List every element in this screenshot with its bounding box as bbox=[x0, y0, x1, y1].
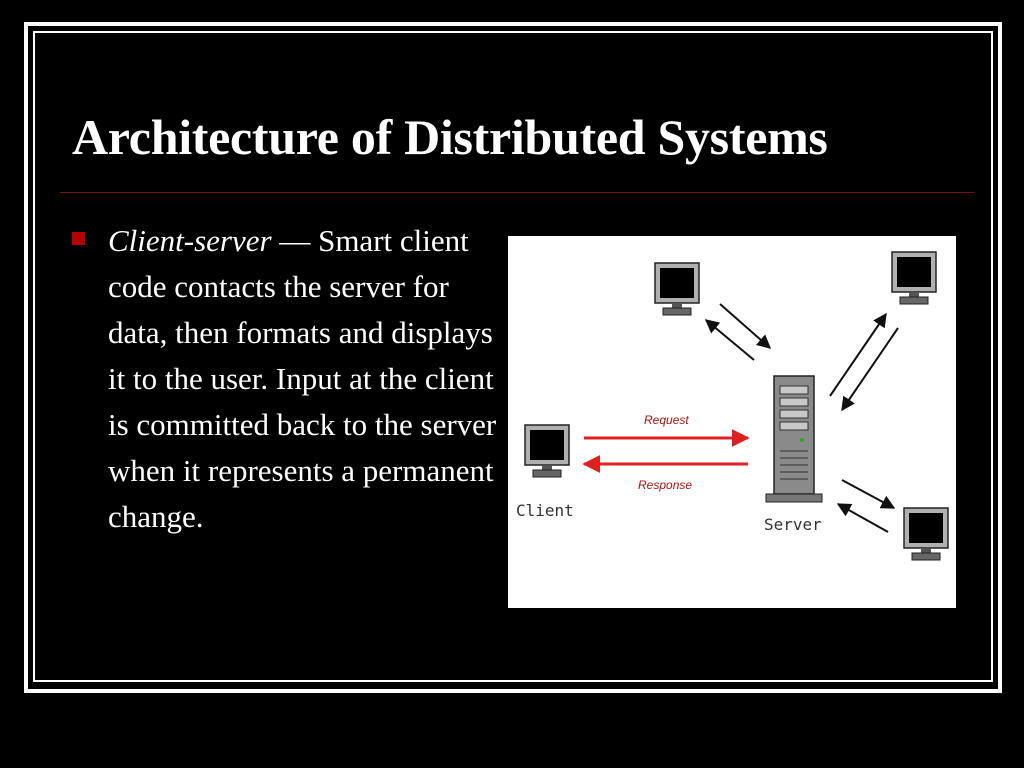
slide-inner-border bbox=[33, 31, 993, 682]
client-server-diagram: Request Response Client Server bbox=[508, 236, 956, 608]
diagram-svg: Request Response Client Server bbox=[516, 251, 949, 561]
slide-outer-border bbox=[24, 22, 1002, 693]
slide-title: Architecture of Distributed Systems bbox=[72, 109, 828, 165]
server-label: Server bbox=[764, 515, 822, 534]
bullet-separator: — bbox=[271, 223, 319, 258]
response-label: Response bbox=[638, 478, 692, 492]
title-divider bbox=[60, 192, 974, 193]
arrow-to-top-right bbox=[829, 312, 887, 397]
top-right-monitor-icon bbox=[891, 251, 937, 305]
client-monitor-icon bbox=[524, 424, 570, 478]
bullet-term: Client-server bbox=[108, 223, 272, 258]
bullet-paragraph: Client-server — Smart client code contac… bbox=[108, 218, 508, 540]
arrow-from-server-top-left bbox=[704, 319, 755, 361]
bullet-body: Smart client code contacts the server fo… bbox=[108, 223, 497, 534]
arrow-to-server-top-left bbox=[719, 303, 772, 349]
arrow-from-top-right bbox=[841, 327, 899, 412]
request-label: Request bbox=[644, 413, 689, 427]
server-tower-icon bbox=[765, 375, 823, 503]
arrow-to-bottom-right bbox=[841, 479, 896, 509]
arrow-from-bottom-right bbox=[836, 503, 889, 533]
bottom-right-monitor-icon bbox=[903, 507, 949, 561]
top-left-monitor-icon bbox=[654, 262, 700, 316]
client-label: Client bbox=[516, 501, 574, 520]
bullet-square-icon bbox=[72, 232, 85, 245]
